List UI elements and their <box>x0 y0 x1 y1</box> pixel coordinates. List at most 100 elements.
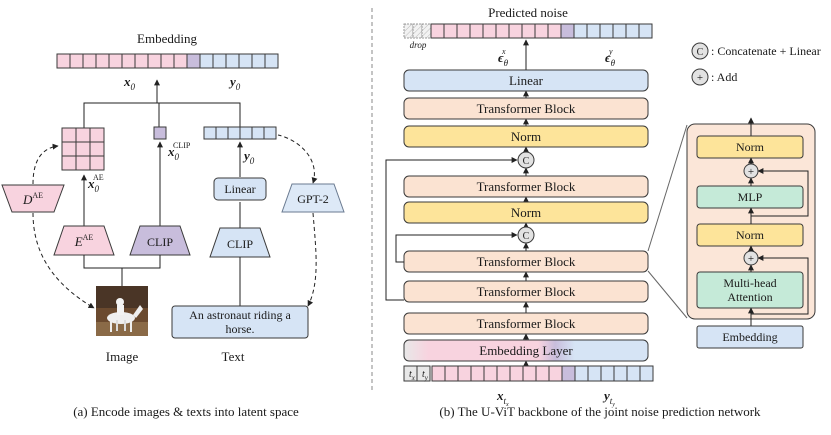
svg-text:Norm: Norm <box>736 140 765 154</box>
noise-token <box>495 23 510 39</box>
right-caption: (b) The U-ViT backbone of the joint nois… <box>439 404 761 419</box>
block-label: Transformer Block <box>477 284 576 299</box>
embedding-token <box>173 53 188 69</box>
noise-token <box>430 23 445 39</box>
embedding-token <box>212 53 227 69</box>
ae-latent-cell <box>61 127 77 143</box>
eps-x-label: ϵθx <box>498 47 509 68</box>
decoder-trapezoid <box>1 184 65 213</box>
gpt2-trapezoid <box>281 183 345 213</box>
embedding-token <box>160 53 175 69</box>
detail-embedding <box>696 325 804 349</box>
dropped-token <box>403 23 414 39</box>
x0-clip-label: x0CLIP <box>167 141 191 162</box>
skip-connection-inner <box>395 232 518 263</box>
block-label: Transformer Block <box>477 179 576 194</box>
noise-token <box>482 23 497 39</box>
right-panel: Predicted noise drop ϵθx ϵθy LinearTrans… <box>385 5 821 419</box>
image-label: Image <box>106 349 139 364</box>
input-token <box>483 365 498 382</box>
predicted-noise-title: Predicted noise <box>488 5 568 20</box>
ae-latent-cell <box>89 155 105 171</box>
input-token <box>587 365 602 382</box>
svg-text:C: C <box>697 47 704 58</box>
x0-ae-grid <box>61 127 105 171</box>
svg-text:+: + <box>697 72 703 84</box>
embedding-token <box>186 53 201 69</box>
noise-token <box>443 23 458 39</box>
text-token <box>251 126 265 140</box>
block-transformer-3: Transformer Block <box>403 250 649 273</box>
gpt2-label: GPT-2 <box>297 192 329 206</box>
merge-connector <box>83 102 241 128</box>
svg-text:Embedding: Embedding <box>722 330 777 344</box>
text-token <box>215 126 229 140</box>
transformer-detail-panel: Norm + MLP Norm + Multi-head Attention E… <box>686 117 816 349</box>
ae-latent-cell <box>61 141 77 157</box>
text-label: Text <box>222 349 245 364</box>
image-connector <box>83 255 161 269</box>
encoder-ae-label: EAE <box>74 233 94 249</box>
block-label: Transformer Block <box>477 316 576 331</box>
embedding-token <box>69 53 84 69</box>
legend-add: + : Add <box>691 68 737 86</box>
embedding-token <box>264 53 279 69</box>
input-token <box>535 365 550 382</box>
block-label: Norm <box>511 129 541 144</box>
block-label: Embedding Layer <box>479 343 573 358</box>
left-caption: (a) Encode images & texts into latent sp… <box>73 404 299 419</box>
embedding-token-bar <box>56 53 279 69</box>
decoder-dashed-up <box>32 143 59 185</box>
noise-token <box>586 23 601 39</box>
block-norm-2: Norm <box>403 201 649 224</box>
ae-latent-cell <box>89 127 105 143</box>
noise-token <box>638 23 653 39</box>
input-token <box>444 365 459 382</box>
ae-latent-cell <box>75 155 91 171</box>
noise-token <box>469 23 484 39</box>
ae-latent-cell <box>61 155 77 171</box>
legend-concat: C : Concatenate + Linear <box>691 42 821 60</box>
drop-label: drop <box>410 40 427 50</box>
astronaut-image <box>96 286 148 336</box>
block-transformer-2: Transformer Block <box>403 175 649 198</box>
svg-text:C: C <box>523 231 530 242</box>
text-token <box>263 126 277 140</box>
input-token <box>600 365 615 382</box>
x0-ae-label: x0AE <box>87 173 104 194</box>
text-prompt-box <box>171 305 309 339</box>
input-token <box>548 365 563 382</box>
text-token <box>203 126 217 140</box>
input-token <box>496 365 511 382</box>
noise-token <box>534 23 549 39</box>
embedding-token <box>225 53 240 69</box>
y0-label: y0 <box>228 74 241 92</box>
left-panel: Embedding x0 y0 x0AE x0CLIP y0 DAE EAE <box>1 31 345 419</box>
block-label: Transformer Block <box>477 254 576 269</box>
detail-add-bottom: + <box>743 250 759 266</box>
input-token <box>522 365 537 382</box>
embedding-token <box>147 53 162 69</box>
input-token <box>613 365 628 382</box>
noise-token <box>625 23 640 39</box>
dropped-token <box>412 23 423 39</box>
input-token <box>561 365 576 382</box>
dropped-token <box>421 23 432 39</box>
svg-text:Attention: Attention <box>727 290 772 304</box>
linear-label: Linear <box>224 182 255 196</box>
eps-y-label: ϵθy <box>605 47 616 68</box>
embedding-token <box>238 53 253 69</box>
noise-token <box>547 23 562 39</box>
svg-text:Multi-head: Multi-head <box>723 276 776 290</box>
concat-circle-top: C <box>517 151 535 169</box>
xt-label: xtx <box>496 388 509 408</box>
clip-text-trapezoid <box>209 227 271 258</box>
noise-token-bar <box>403 23 653 39</box>
skip-connection-outer <box>385 157 518 301</box>
embedding-token <box>82 53 97 69</box>
embedding-title: Embedding <box>137 31 197 46</box>
timestep-token-y <box>416 365 431 382</box>
embedding-token <box>251 53 266 69</box>
block-transformer-5: Transformer Block <box>403 312 649 335</box>
svg-text:MLP: MLP <box>738 190 763 204</box>
